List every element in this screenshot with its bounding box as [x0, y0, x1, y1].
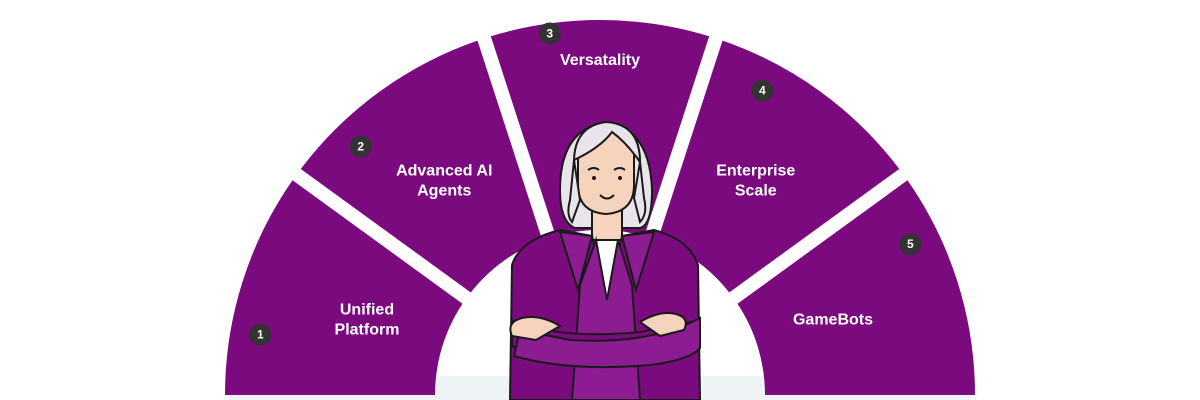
segment-label-line: Versatality — [560, 52, 640, 69]
segment-label-5: GameBots — [793, 311, 873, 328]
badge-number: 4 — [759, 84, 766, 98]
segment-2 — [300, 40, 543, 293]
badge-number: 3 — [546, 26, 553, 40]
segment-4 — [657, 40, 900, 293]
badge-circle — [249, 323, 272, 346]
number-badge-3: 3 — [538, 22, 561, 45]
segment-1 — [225, 180, 463, 395]
badge-number: 2 — [357, 139, 364, 153]
woman-illustration — [508, 120, 702, 400]
segment-label-line: Advanced AI — [396, 163, 492, 180]
badge-circle — [349, 135, 372, 158]
badge-number: 1 — [257, 328, 264, 342]
badge-circle — [751, 79, 774, 102]
badge-circle — [538, 22, 561, 45]
segment-label-line: Platform — [335, 321, 400, 338]
segment-label-line: GameBots — [793, 311, 873, 328]
number-badge-2: 2 — [349, 135, 372, 158]
segment-label-line: Unified — [340, 301, 394, 318]
number-badge-1: 1 — [249, 323, 272, 346]
segment-label-3: Versatality — [560, 52, 640, 69]
segment-label-line: Scale — [735, 183, 777, 200]
badge-circle — [899, 233, 922, 256]
number-badge-4: 4 — [751, 79, 774, 102]
segment-label-line: Agents — [417, 183, 471, 200]
segment-label-2: Advanced AI Agents — [396, 163, 492, 200]
segment-label-line: Enterprise — [716, 163, 795, 180]
segment-5 — [737, 180, 975, 395]
number-badge-5: 5 — [899, 233, 922, 256]
badge-number: 5 — [907, 237, 914, 251]
